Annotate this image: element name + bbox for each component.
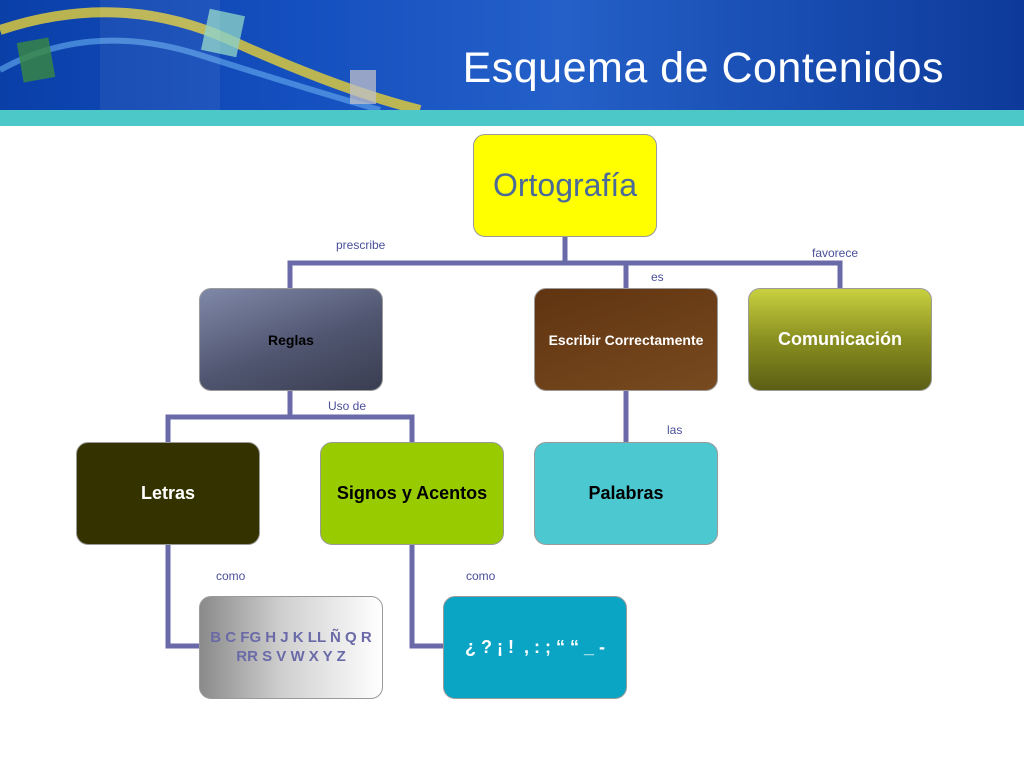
node-letras: Letras: [76, 442, 260, 545]
relation-label-como-signos: como: [466, 569, 496, 583]
header-divider: [0, 110, 1024, 126]
node-reglas: Reglas: [199, 288, 383, 391]
node-palabras: Palabras: [534, 442, 718, 545]
slide-header: Esquema de Contenidos: [0, 0, 1024, 110]
relation-label-es: es: [651, 270, 664, 284]
relation-label-uso-de: Uso de: [328, 399, 367, 413]
relation-label-como-letras: como: [216, 569, 246, 583]
node-letras-list: B C FG H J K LL Ñ Q R RR S V W X Y Z: [199, 596, 383, 699]
relation-label-favorece: favorece: [812, 246, 859, 260]
slide-title: Esquema de Contenidos: [462, 44, 944, 92]
connector-signos-list: [409, 541, 446, 649]
relation-label-las: las: [667, 423, 683, 437]
node-signos-list: ¿ ? ¡ ! , : ; “ “ _ -: [443, 596, 627, 699]
node-comunicacion: Comunicación: [748, 288, 932, 391]
node-ortografia: Ortografía: [473, 134, 657, 237]
node-escribir-correctamente: Escribir Correctamente: [534, 288, 718, 391]
header-decoration: [0, 0, 422, 110]
node-signos-y-acentos: Signos y Acentos: [320, 442, 504, 545]
connector-letras-list: [165, 541, 202, 649]
relation-label-prescribe: prescribe: [336, 238, 386, 252]
